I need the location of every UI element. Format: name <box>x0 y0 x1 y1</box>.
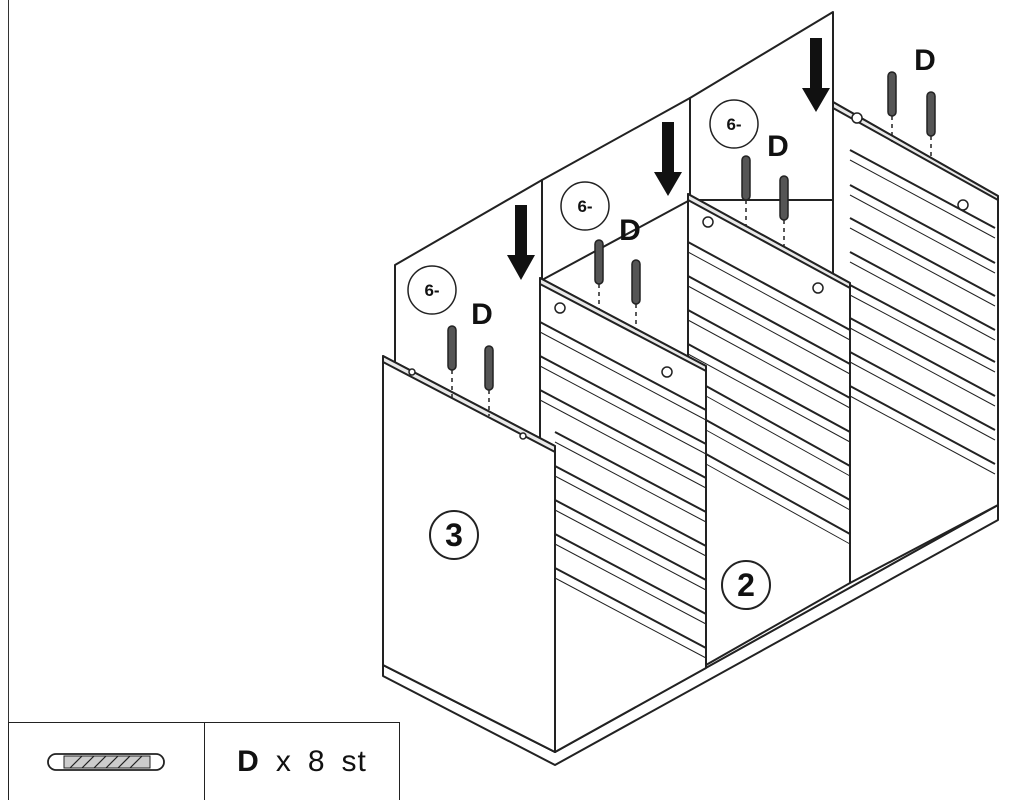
slats <box>539 149 996 659</box>
panel-number-3: 3 <box>445 517 463 553</box>
dowel-label: D <box>619 214 641 247</box>
quantity-bubble <box>407 265 457 315</box>
parts-legend: D x 8 st <box>8 722 400 800</box>
quantity-label: 6- <box>424 281 439 300</box>
legend-part-letter: D <box>237 744 260 778</box>
dowel-label: D <box>767 130 789 163</box>
legend-icon-cell <box>9 723 205 800</box>
legend-unit: st <box>341 744 367 778</box>
panel-number-bubble-2 <box>721 560 771 610</box>
arrows <box>507 38 830 280</box>
wooden-dowel-icon <box>779 175 789 221</box>
wooden-dowel-icon <box>741 155 751 201</box>
legend-text-cell: D x 8 st <box>205 723 399 800</box>
quantity-label: 6- <box>726 115 741 134</box>
wooden-dowel-icon <box>887 71 897 117</box>
dowel-label: D <box>914 44 936 77</box>
wooden-dowel-icon <box>631 259 641 305</box>
wooden-dowel-icon <box>447 325 457 371</box>
page-frame-left-border <box>8 0 9 722</box>
panel-number-bubble-3 <box>429 510 479 560</box>
wooden-dowel-icon <box>484 345 494 391</box>
down-arrow-icon <box>507 205 535 280</box>
wooden-dowel-icon <box>926 91 936 137</box>
legend-count: 8 <box>307 744 326 778</box>
quantity-bubble <box>560 181 610 231</box>
quantity-bubble <box>709 99 759 149</box>
legend-times: x <box>275 744 292 778</box>
panel-number-2: 2 <box>737 567 755 603</box>
screw-holes <box>408 112 969 440</box>
down-arrow-icon <box>802 38 830 112</box>
dowel-label: D <box>471 298 493 331</box>
down-arrow-icon <box>654 122 682 196</box>
quantity-label: 6- <box>577 197 592 216</box>
wooden-dowel-icon <box>594 239 604 285</box>
wooden-dowel-icon <box>46 752 165 771</box>
slat-panel-right <box>832 101 999 584</box>
